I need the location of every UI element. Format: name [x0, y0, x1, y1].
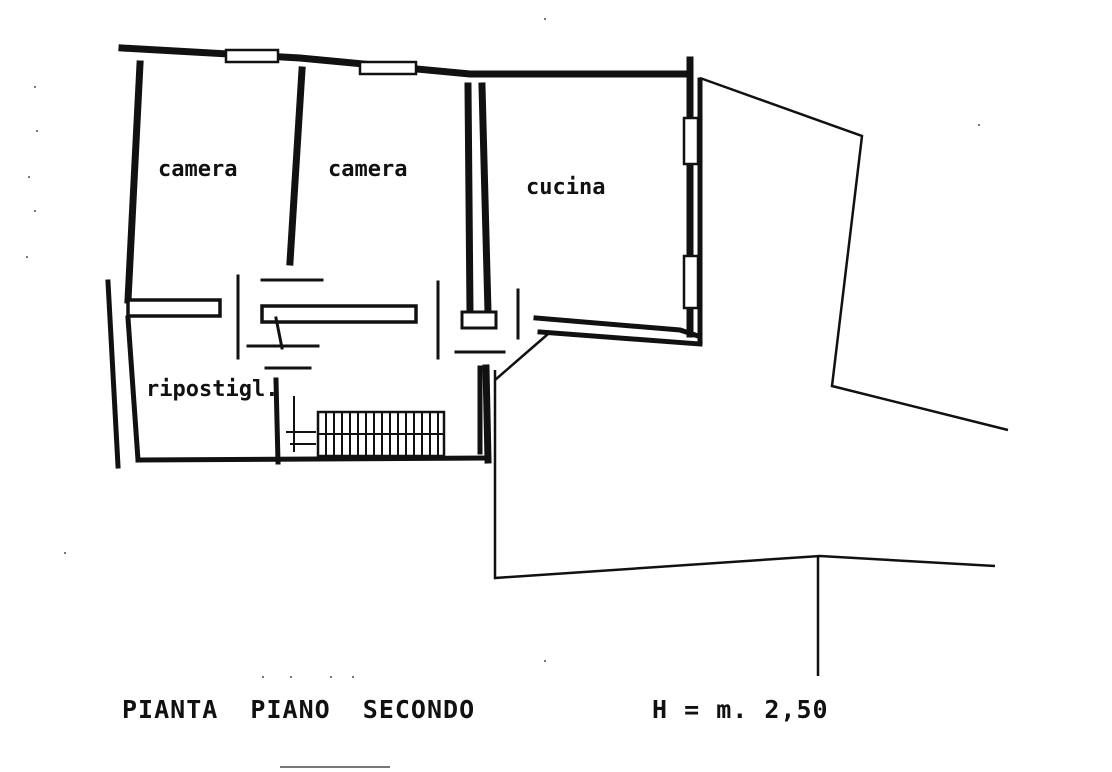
- room-label-cucina: cucina: [526, 175, 605, 200]
- ceiling-height-note: H = m. 2,50: [652, 695, 829, 724]
- room-label-camera-left: camera: [158, 157, 237, 182]
- partition-cucina: [460, 82, 498, 330]
- partition-camera: [260, 66, 324, 282]
- ripostigli-block: [135, 364, 492, 465]
- terrace-outline: [493, 76, 1009, 676]
- room-label-camera-middle: camera: [328, 157, 407, 182]
- room-label-ripostigli: ripostigl.: [146, 377, 278, 402]
- scan-specks: [26, 18, 980, 768]
- plan-title: PIANTA PIANO SECONDO: [122, 695, 475, 724]
- left-wall: [105, 60, 144, 469]
- staircase: [286, 396, 446, 458]
- top-wall: [118, 44, 694, 78]
- corridor-upper-wall: [126, 274, 703, 360]
- cucina-right-wall: [682, 56, 703, 343]
